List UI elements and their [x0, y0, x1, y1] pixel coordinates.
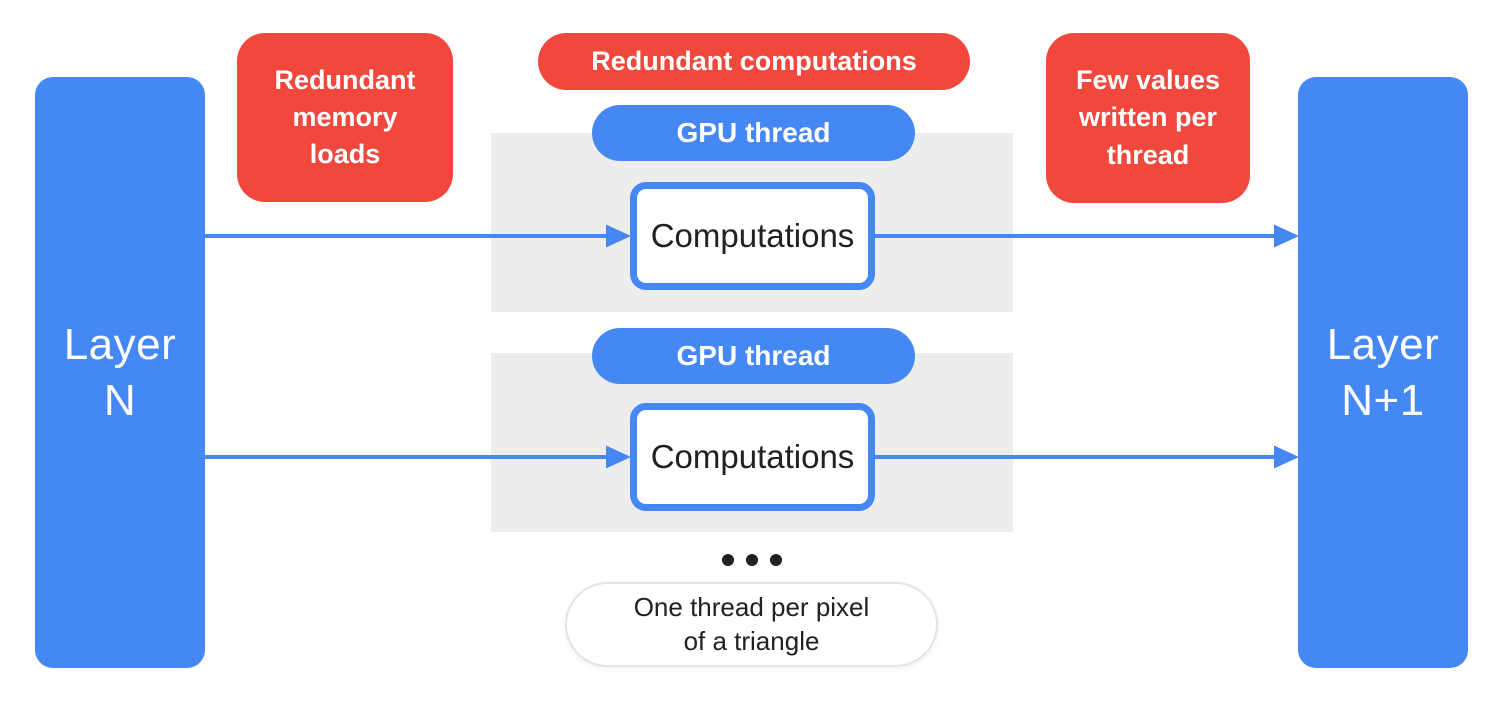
- footnote-line: of a triangle: [683, 625, 820, 656]
- ellipsis-icon: [722, 554, 782, 566]
- annotation-line: memory: [292, 101, 398, 132]
- arrowhead-icon: [1274, 224, 1299, 248]
- arrowhead-icon: [1274, 445, 1299, 469]
- layer-n1-label-line1: Layer: [1326, 319, 1440, 369]
- annotation-few-values-written: Few values written per thread: [1046, 33, 1250, 203]
- layer-n-label: Layer N: [64, 317, 177, 429]
- gpu-thread-pill-1: GPU thread: [592, 105, 915, 161]
- footnote-one-thread-per-pixel: One thread per pixel of a triangle: [565, 582, 938, 667]
- annotation-line: Few values: [1075, 65, 1221, 96]
- gpu-thread-pill-label: GPU thread: [676, 340, 831, 371]
- annotation-line: Redundant computations: [591, 45, 917, 76]
- footnote-line: One thread per pixel: [633, 591, 870, 622]
- annotation-redundant-computations: Redundant computations: [538, 33, 970, 90]
- computations-box-label: Computations: [650, 438, 855, 475]
- annotation-line: written per: [1078, 102, 1218, 133]
- computations-box-2: Computations: [630, 403, 875, 511]
- annotation-line: Redundant: [274, 64, 416, 95]
- ellipsis-dot: [770, 554, 782, 566]
- layer-n1-label: Layer N+1: [1327, 317, 1440, 429]
- layer-n1-box: Layer N+1: [1298, 77, 1468, 668]
- layer-n-box: Layer N: [35, 77, 205, 668]
- computations-box-label: Computations: [650, 217, 855, 254]
- ellipsis-dot: [722, 554, 734, 566]
- arrowhead-icon: [606, 445, 631, 469]
- layer-n-label-line1: Layer: [63, 319, 177, 369]
- annotation-line: loads: [309, 139, 381, 170]
- annotation-redundant-memory-loads: Redundant memory loads: [237, 33, 453, 202]
- layer-n-label-line2: N: [103, 375, 137, 425]
- gpu-thread-pill-2: GPU thread: [592, 328, 915, 384]
- gpu-thread-pill-label: GPU thread: [676, 117, 831, 148]
- computations-box-1: Computations: [630, 182, 875, 290]
- ellipsis-dot: [746, 554, 758, 566]
- layer-n1-label-line2: N+1: [1341, 375, 1425, 425]
- annotation-line: thread: [1106, 139, 1190, 170]
- arrowhead-icon: [606, 224, 631, 248]
